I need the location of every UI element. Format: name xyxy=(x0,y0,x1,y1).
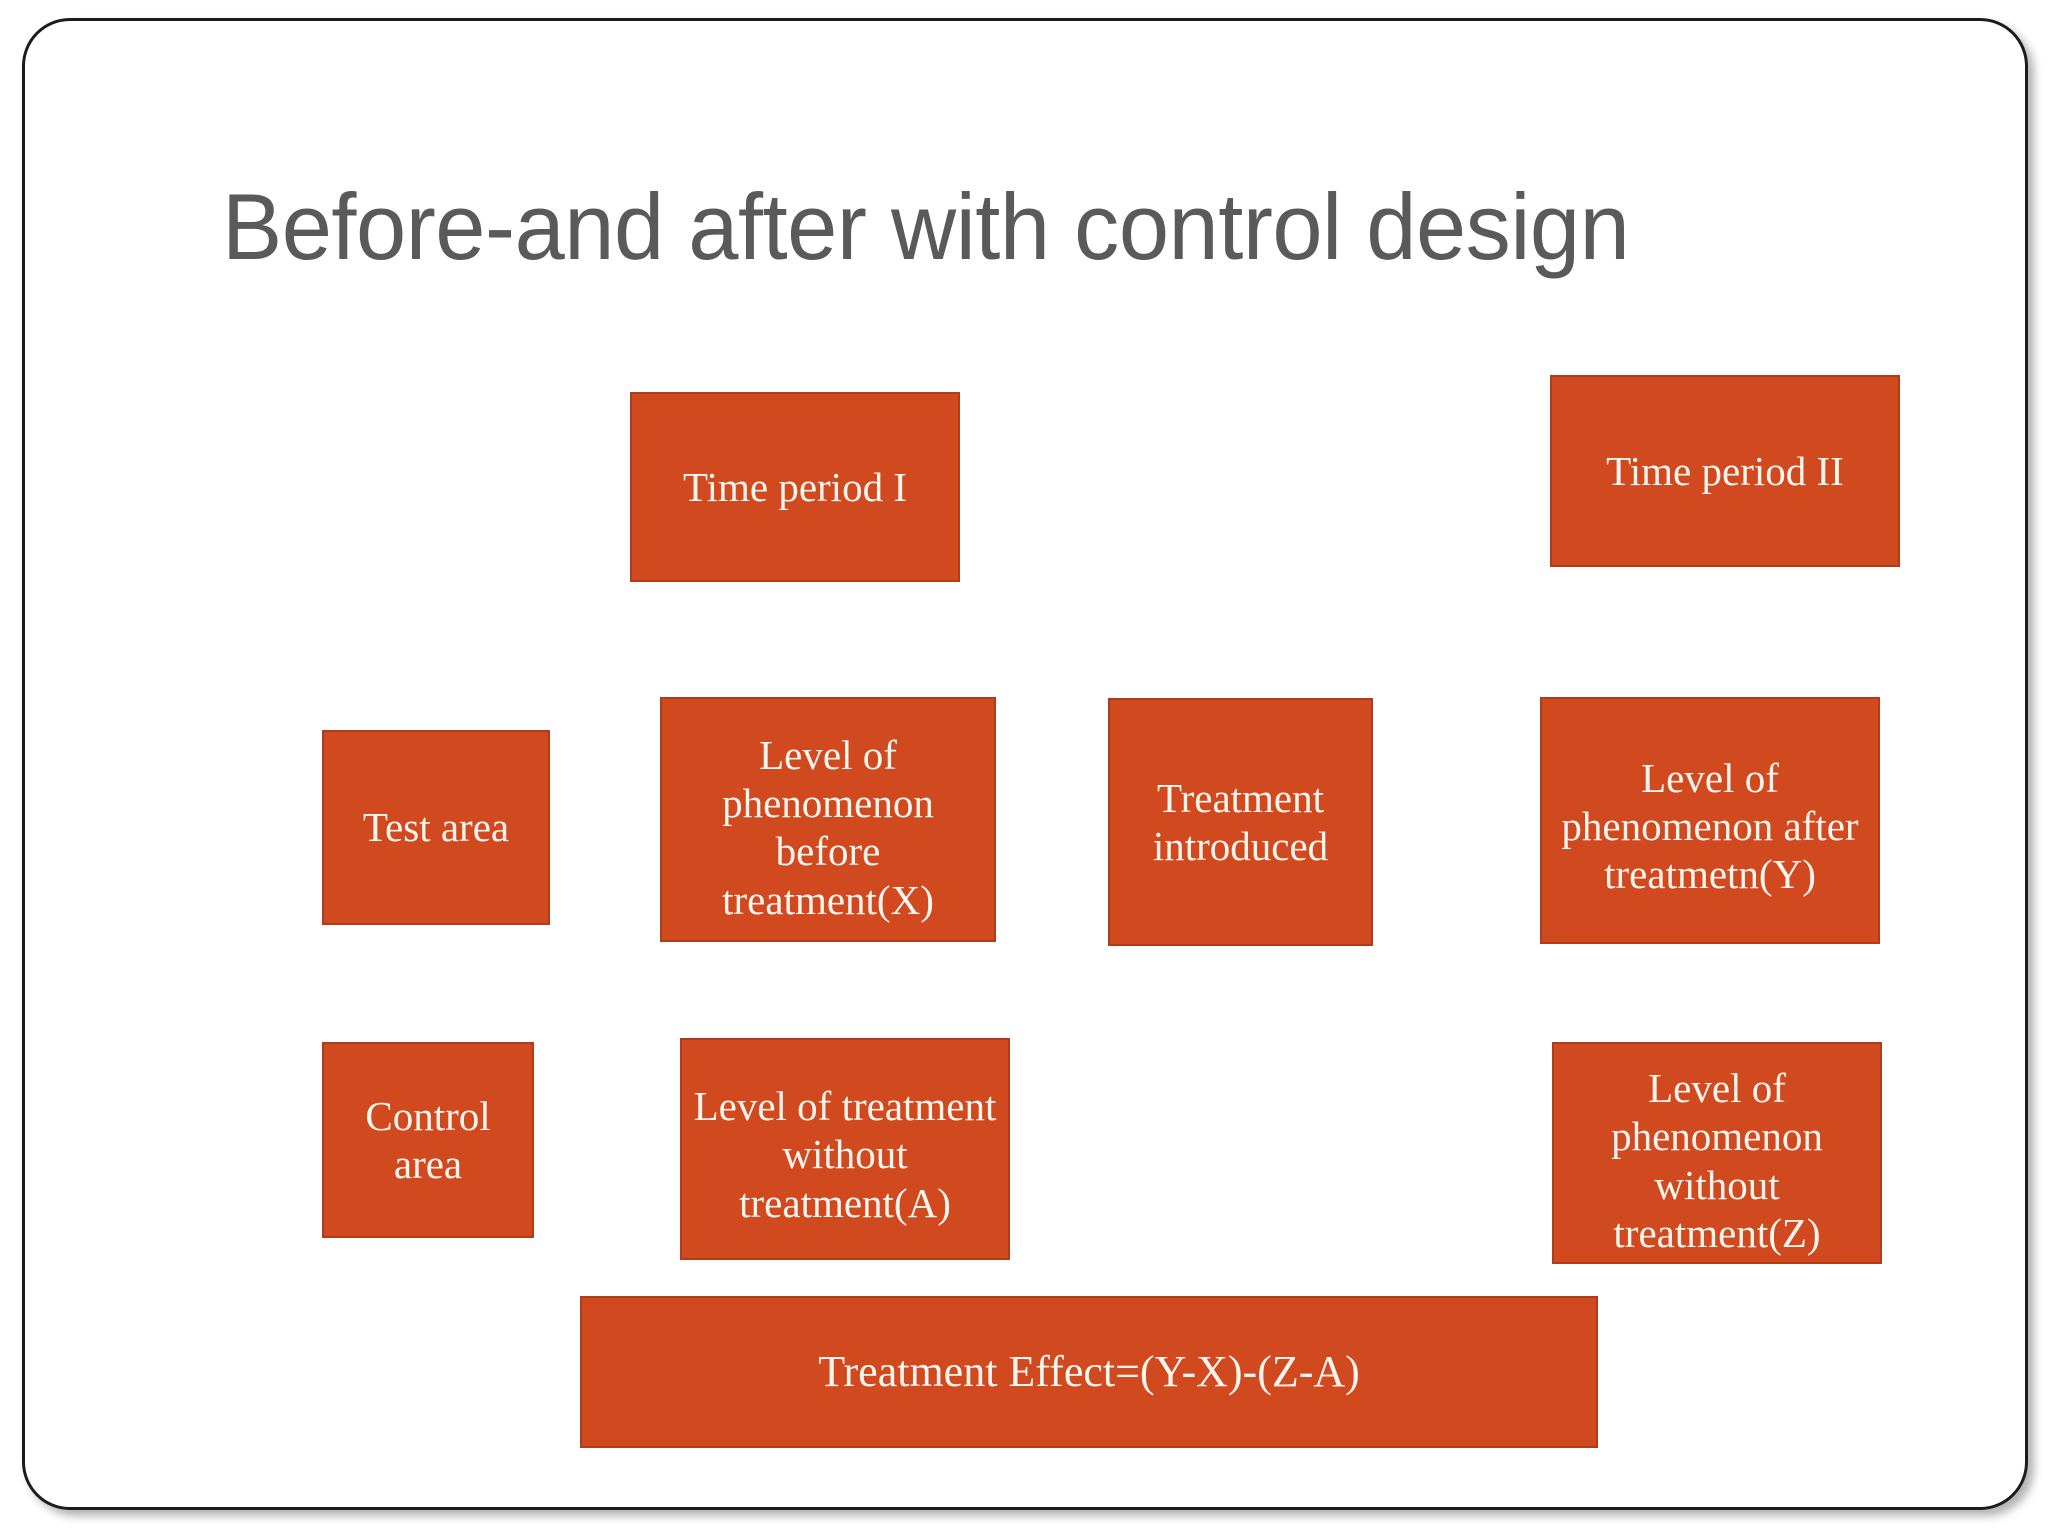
box-treatment-introduced[interactable]: Treatment introduced xyxy=(1108,698,1373,946)
box-level-before-treatment-x-label: Level of phenomenon before treatment(X) xyxy=(722,731,934,923)
box-time-period-1-label: Time period I xyxy=(683,463,907,510)
box-treatment-introduced-label: Treatment introduced xyxy=(1152,774,1329,869)
box-level-without-treatment-z[interactable]: Level of phenomenon without treatment(Z) xyxy=(1552,1042,1882,1264)
box-level-before-treatment-x[interactable]: Level of phenomenon before treatment(X) xyxy=(660,697,996,942)
box-level-after-treatment-y-label: Level of phenomenon after treatmetn(Y) xyxy=(1561,754,1859,898)
box-treatment-effect-label: Treatment Effect=(Y-X)-(Z-A) xyxy=(818,1347,1360,1397)
page-title: Before-and after with control design xyxy=(222,174,1630,279)
box-level-after-treatment-y[interactable]: Level of phenomenon after treatmetn(Y) xyxy=(1540,697,1880,944)
box-test-area-label: Test area xyxy=(362,804,510,851)
box-level-without-treatment-z-label: Level of phenomenon without treatment(Z) xyxy=(1611,1064,1823,1257)
box-control-area-label: Control area xyxy=(365,1092,491,1187)
box-time-period-2-label: Time period II xyxy=(1606,447,1844,494)
box-level-without-treatment-a-label: Level of treatment without treatment(A) xyxy=(693,1083,997,1226)
box-time-period-1[interactable]: Time period I xyxy=(630,392,960,582)
box-test-area[interactable]: Test area xyxy=(322,730,550,925)
box-time-period-2[interactable]: Time period II xyxy=(1550,375,1900,567)
box-treatment-effect[interactable]: Treatment Effect=(Y-X)-(Z-A) xyxy=(580,1296,1598,1448)
box-level-without-treatment-a[interactable]: Level of treatment without treatment(A) xyxy=(680,1038,1010,1260)
box-control-area[interactable]: Control area xyxy=(322,1042,534,1238)
